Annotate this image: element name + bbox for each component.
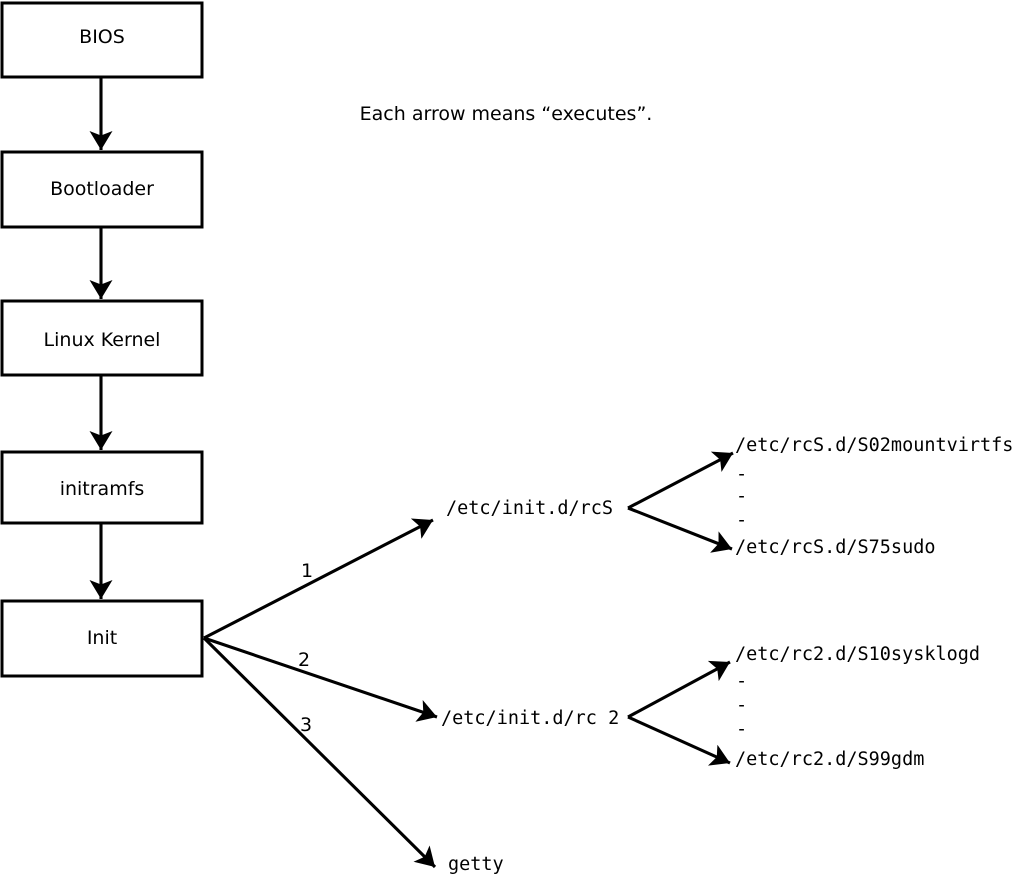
getty-target-label: getty [448, 854, 504, 875]
branch-number-3: 3 [300, 714, 312, 736]
init-box [0, 599, 204, 678]
arrow-rc2-to-s10sysklogd [627, 660, 731, 719]
rcs-ellipsis-dash-2: - [736, 486, 747, 507]
arrow-init-to-rcs [203, 518, 434, 640]
arrow-rcs-to-s02mountvirtfs [627, 451, 734, 510]
rcs-script-first-label: /etc/rcS.d/S02mountvirtfs [735, 435, 1013, 456]
rc2-ellipsis-dash-3: - [736, 719, 747, 740]
bootloader-box [0, 150, 204, 229]
rc2-script-first-label: /etc/rc2.d/S10sysklogd [735, 644, 980, 665]
arrow-rc2-to-s99gdm [627, 715, 731, 766]
bootloader-box-label: Bootloader [50, 178, 154, 200]
init-box-label: Init [87, 627, 117, 649]
rc2-ellipsis-dash-2: - [736, 695, 747, 716]
initramfs-box [0, 450, 204, 525]
linux-kernel-box-label: Linux Kernel [44, 329, 161, 351]
rcs-ellipsis-dash-3: - [736, 510, 747, 531]
arrow-init-to-rc2 [203, 636, 438, 722]
rc2-target-label: /etc/init.d/rc 2 [441, 708, 619, 729]
arrow-init-to-getty [202, 636, 437, 869]
bios-box [0, 1, 204, 79]
rcs-ellipsis-dash-1: - [736, 464, 747, 485]
rcs-script-last-label: /etc/rcS.d/S75sudo [735, 537, 935, 558]
arrow-rcs-to-s75sudo [627, 506, 733, 553]
initramfs-box-label: initramfs [60, 478, 145, 500]
rc2-ellipsis-dash-1: - [736, 671, 747, 692]
rcs-target-label: /etc/init.d/rcS [446, 498, 613, 519]
branch-number-2: 2 [298, 649, 310, 671]
diagram-caption: Each arrow means “executes”. [360, 103, 653, 125]
branch-number-1: 1 [301, 560, 313, 582]
rc2-script-last-label: /etc/rc2.d/S99gdm [735, 749, 924, 770]
bios-box-label: BIOS [79, 26, 125, 48]
